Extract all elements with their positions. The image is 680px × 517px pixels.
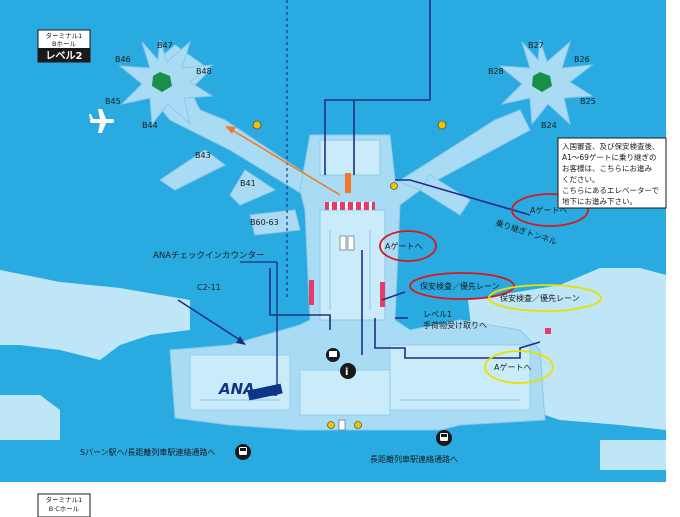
terminal-halls	[189, 344, 531, 416]
gate-label: B28	[488, 67, 504, 76]
security-right-annotation: 保安検査／優先レーン	[488, 284, 602, 312]
info-line: ください。	[562, 175, 600, 184]
orange-route	[225, 126, 351, 196]
gate-label: B26	[574, 55, 590, 64]
c-gates-label: C2-11	[197, 283, 221, 292]
airplane-icon	[89, 109, 114, 133]
train-icon-left	[235, 444, 251, 460]
security-strips	[309, 202, 551, 334]
info-line: こちらにあるエレベーターで	[562, 186, 659, 195]
ana-counter-label: ANAチェックインカウンター	[153, 251, 265, 261]
a-gate-tunnel-label: Aゲートへ	[530, 205, 567, 215]
gate-label: B41	[240, 179, 256, 188]
baggage-icon	[326, 348, 340, 362]
c-gates-arrow	[177, 299, 246, 345]
gate-labels-right: B27 B26 B28 B25 B24	[488, 41, 596, 130]
long-distance-label: 長距離列車駅連絡通路へ	[370, 454, 458, 464]
green-roof-left	[152, 72, 172, 92]
footer-hall: B·Cホール	[49, 505, 80, 513]
gate-labels-left: B47 B46 B48 B45 B44 B43 B41 B60-63	[105, 41, 279, 227]
badge-level: レベル2	[46, 50, 83, 62]
transfer-info-box: 入国審査、及び保安検査後、 A1〜69ゲートに乗り継ぎの お客様は、こちらにお進…	[557, 137, 667, 209]
gate-label: B43	[195, 151, 211, 160]
green-roof-right	[532, 72, 552, 92]
gate-label: B45	[105, 97, 121, 106]
a-gate-right-annotation: Aゲートへ	[484, 350, 554, 384]
info-line: お客様は、こちらにお進み	[562, 163, 652, 173]
level-badge: ターミナル1 Bホール レベル2	[37, 29, 91, 63]
info-line: 地下にお進み下さい。	[562, 196, 637, 206]
ana-logo: ANA	[218, 380, 255, 398]
footer-badge: ターミナル1 B·Cホール	[37, 493, 91, 517]
info-icon: i	[340, 363, 356, 379]
svg-text:入国審査、及び保安検査後、 A1〜69ゲートに乗: 入国審査、及び保安検査後、 A1〜69ゲートに乗り継ぎの お客様は、こちらにお進…	[562, 141, 662, 206]
gate-label: B48	[196, 67, 212, 76]
security-center-annotation: 保安検査／優先レーン	[409, 272, 515, 300]
gate-label: B60-63	[250, 218, 279, 227]
a-gate-center-annotation: Aゲートへ	[379, 230, 437, 262]
info-line: 入国審査、及び保安検査後、	[562, 141, 660, 151]
train-icon-right	[436, 430, 452, 446]
walkways	[200, 230, 520, 401]
security-center-label: 保安検査／優先レーン	[420, 281, 500, 291]
gate-label: B44	[142, 121, 158, 130]
elevator-markers	[252, 120, 447, 429]
pier-b20	[384, 109, 531, 216]
ana-counter	[247, 383, 283, 401]
baggage-label: 手荷物受け取りへ	[423, 320, 487, 330]
gate-label: B46	[115, 55, 131, 64]
a-gate-tunnel-annotation: Aゲートへ	[511, 193, 589, 227]
gate-label: B24	[541, 121, 557, 130]
a-gate-right-label: Aゲートへ	[494, 362, 531, 372]
info-line: A1〜69ゲートに乗り継ぎの	[562, 152, 656, 162]
badge-hall: Bホール	[52, 40, 76, 48]
level1-label: レベル1	[423, 310, 452, 319]
security-right-label: 保安検査／優先レーン	[500, 293, 580, 303]
badge-terminal: ターミナル1	[46, 31, 83, 40]
gate-label: B25	[580, 97, 596, 106]
a-gate-center-label: Aゲートへ	[385, 241, 422, 251]
svg-text:i: i	[345, 367, 348, 378]
route-lines	[269, 0, 541, 359]
escalators	[338, 235, 355, 431]
s-bahn-label: Sバーン駅へ/長距離列車駅連絡通路へ	[80, 447, 215, 457]
gate-label: B47	[157, 41, 173, 50]
gate-label: B27	[528, 41, 544, 50]
footer-terminal: ターミナル1	[46, 495, 83, 504]
